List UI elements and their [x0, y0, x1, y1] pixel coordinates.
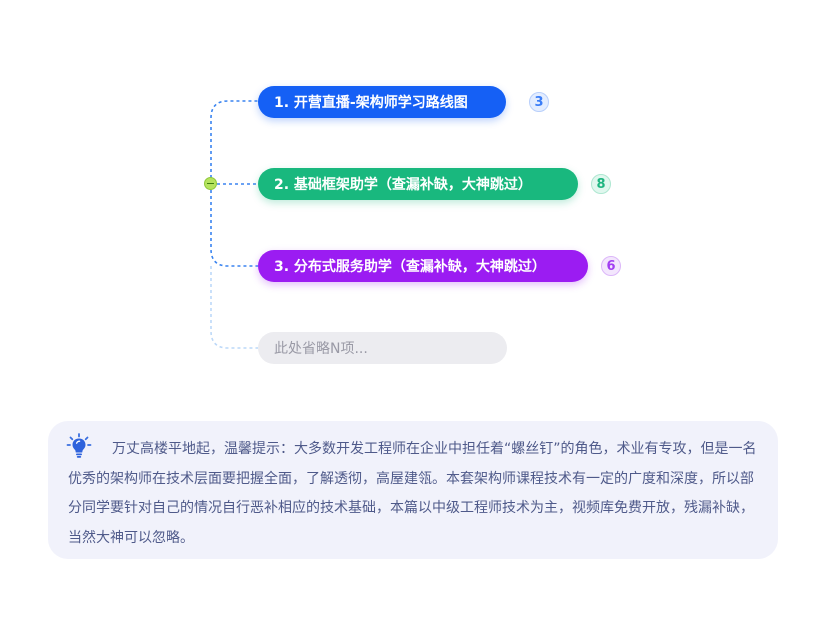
notice-box: 万丈高楼平地起，温馨提示：大多数开发工程师在企业中担任着“螺丝钉”的角色，术业有…	[48, 421, 778, 559]
mindmap-node-2[interactable]: 2. 基础框架助学（查漏补缺，大神跳过）	[258, 168, 578, 200]
mindmap-node-3[interactable]: 3. 分布式服务助学（查漏补缺，大神跳过）	[258, 250, 588, 282]
connector-branch-1	[210, 100, 258, 184]
mindmap-node-3-count-badge[interactable]: 6	[601, 256, 621, 276]
mindmap-node-2-count-badge[interactable]: 8	[591, 174, 611, 194]
mindmap-node-1[interactable]: 1. 开营直播-架构师学习路线图	[258, 86, 506, 118]
connector-branch-3	[210, 184, 258, 267]
mindmap-node-2-label: 2. 基础框架助学（查漏补缺，大神跳过）	[274, 177, 532, 193]
mindmap-node-3-label: 3. 分布式服务助学（查漏补缺，大神跳过）	[274, 259, 546, 275]
mindmap-node-omitted-label: 此处省略N项...	[274, 341, 368, 357]
notice-text: 万丈高楼平地起，温馨提示：大多数开发工程师在企业中担任着“螺丝钉”的角色，术业有…	[68, 441, 757, 546]
mindmap-node-1-label: 1. 开营直播-架构师学习路线图	[274, 95, 468, 111]
collapse-toggle-button[interactable]	[204, 177, 217, 190]
connector-branch-omitted	[210, 266, 258, 349]
mindmap-node-1-count-badge[interactable]: 3	[529, 92, 549, 112]
lightbulb-icon	[65, 432, 95, 466]
mindmap-node-omitted: 此处省略N项...	[258, 332, 507, 364]
